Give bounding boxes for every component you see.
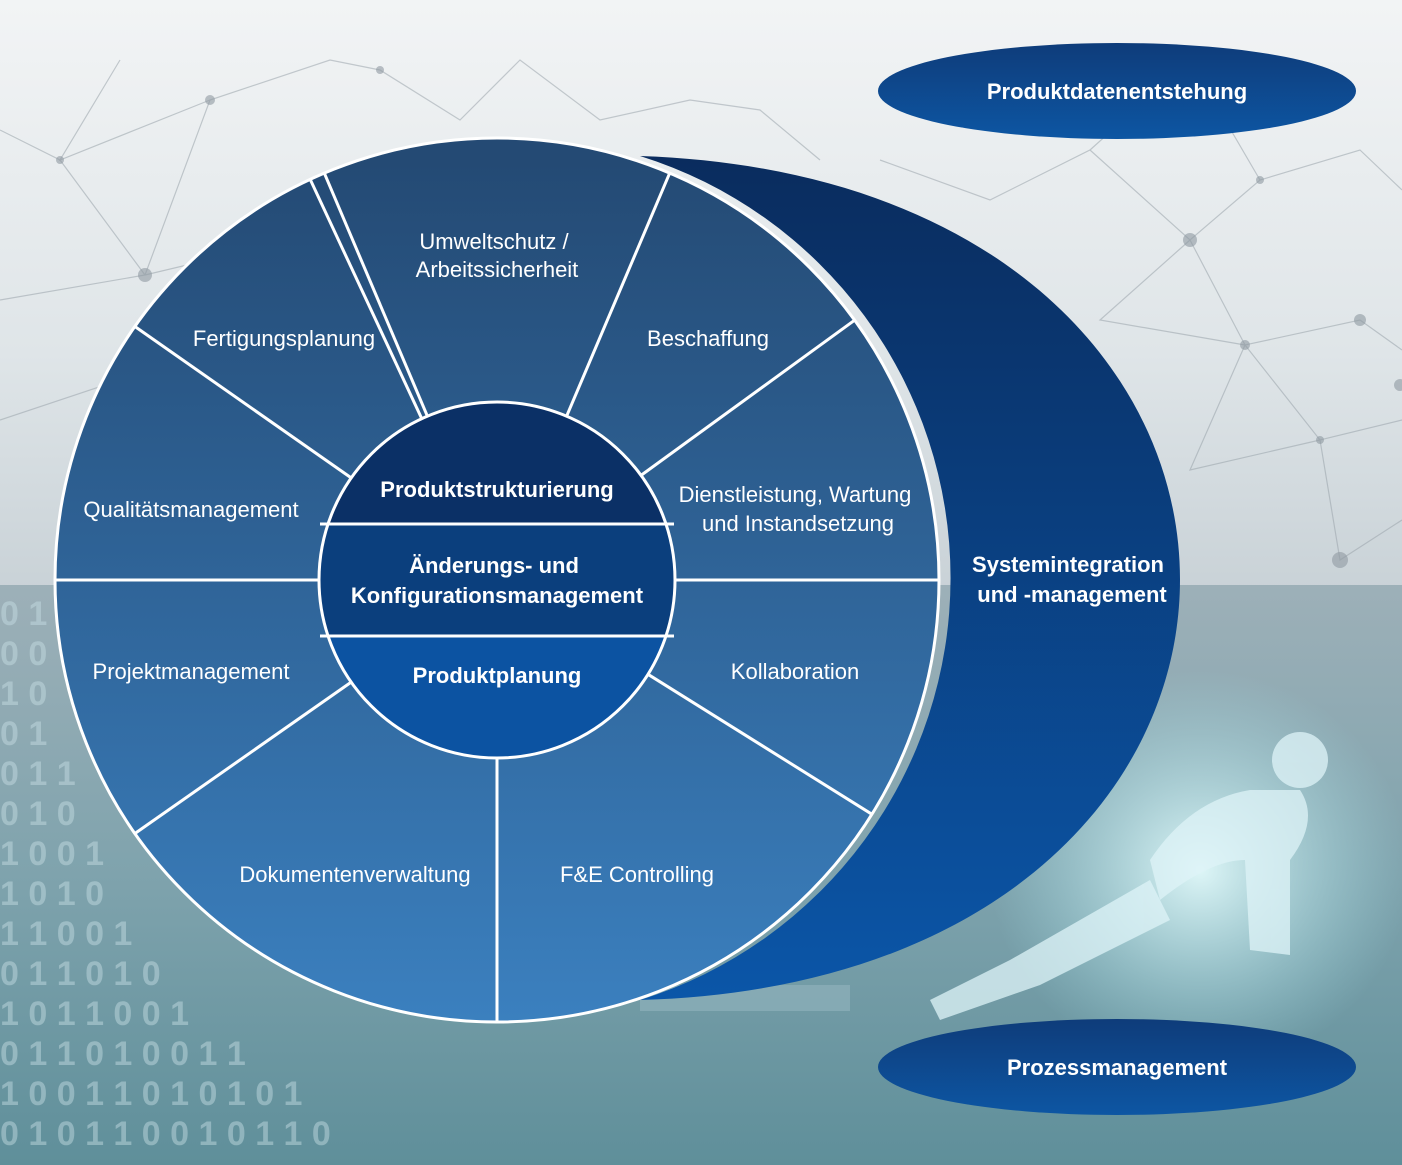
binary-pattern: 0 1 0 0 1 0 0 1 0 1 1 0 1 0 1 0 0 1 1 0 …	[0, 595, 331, 1153]
svg-text:1 0 0 1: 1 0 0 1	[0, 835, 104, 873]
core-band-middle	[319, 524, 675, 636]
svg-text:1 1 0 0 1: 1 1 0 0 1	[0, 915, 132, 953]
core-label-produktstrukturierung: Produktstrukturierung	[380, 477, 613, 502]
network-nodes	[56, 66, 1402, 568]
wheel-divider-9	[134, 325, 353, 480]
wheel-divider-1	[322, 172, 429, 417]
svg-text:0 1: 0 1	[0, 595, 47, 633]
wheel-divider-10	[308, 178, 424, 420]
svg-text:1 0 1 1 0 0 1: 1 0 1 1 0 0 1	[0, 995, 189, 1033]
core-label-konfigurationsmanagement: Konfigurationsmanagement	[351, 583, 644, 608]
core-outline	[317, 400, 677, 760]
svg-text:0 1 1 0 1 0: 0 1 1 0 1 0	[0, 955, 161, 993]
svg-text:0 1 1 0 1 0 0 1 1: 0 1 1 0 1 0 0 1 1	[0, 1035, 246, 1073]
svg-text:0 1 1: 0 1 1	[0, 755, 76, 793]
segment-label-dienstleistung: Dienstleistung, Wartung	[679, 482, 912, 507]
core-label-produktplanung: Produktplanung	[413, 663, 582, 688]
wheel-divider-5	[647, 673, 873, 816]
segment-label-instandsetzung: und Instandsetzung	[702, 511, 894, 536]
segment-label-kollaboration: Kollaboration	[731, 659, 859, 684]
band-label-management: und -management	[977, 582, 1167, 607]
svg-text:0 1: 0 1	[0, 715, 47, 753]
segment-label-umweltschutz: Umweltschutz /	[419, 229, 569, 254]
wheel-divider-2	[565, 172, 672, 417]
svg-text:0 1 0: 0 1 0	[0, 795, 76, 833]
segment-label-dokumentenverwaltung: Dokumentenverwaltung	[239, 862, 470, 887]
segment-label-projektmanagement: Projektmanagement	[93, 659, 290, 684]
core-label-aenderungs: Änderungs- und	[409, 553, 579, 578]
system-integration-band	[640, 156, 1180, 1000]
svg-text:0 1 0 1 1 0 0 1 0 1 1 0: 0 1 0 1 1 0 0 1 0 1 1 0	[0, 1115, 331, 1153]
runner-figure	[930, 732, 1328, 1020]
band-label-systemintegration: Systemintegration	[972, 552, 1164, 577]
oval-label-prozessmanagement: Prozessmanagement	[1007, 1055, 1228, 1080]
segment-label-qualitaetsmanagement: Qualitätsmanagement	[83, 497, 298, 522]
oval-prozessmanagement	[878, 1019, 1356, 1115]
oval-produktdatenentstehung	[878, 43, 1356, 139]
svg-text:1 0 1 0: 1 0 1 0	[0, 875, 104, 913]
segment-label-arbeitssicherheit: Arbeitssicherheit	[416, 257, 579, 282]
segment-label-fertigungsplanung: Fertigungsplanung	[193, 326, 375, 351]
wheel-divider-7	[134, 680, 353, 835]
svg-text:1 0 0 1 1 0 1 0 1 0 1: 1 0 0 1 1 0 1 0 1 0 1	[0, 1075, 302, 1113]
wheel-divider-3	[640, 318, 856, 477]
segment-label-beschaffung: Beschaffung	[647, 326, 769, 351]
svg-text:1 0: 1 0	[0, 675, 47, 713]
svg-text:0 0: 0 0	[0, 635, 47, 673]
oval-label-produktdatenentstehung: Produktdatenentstehung	[987, 79, 1247, 104]
segment-label-fe-controlling: F&E Controlling	[560, 862, 714, 887]
